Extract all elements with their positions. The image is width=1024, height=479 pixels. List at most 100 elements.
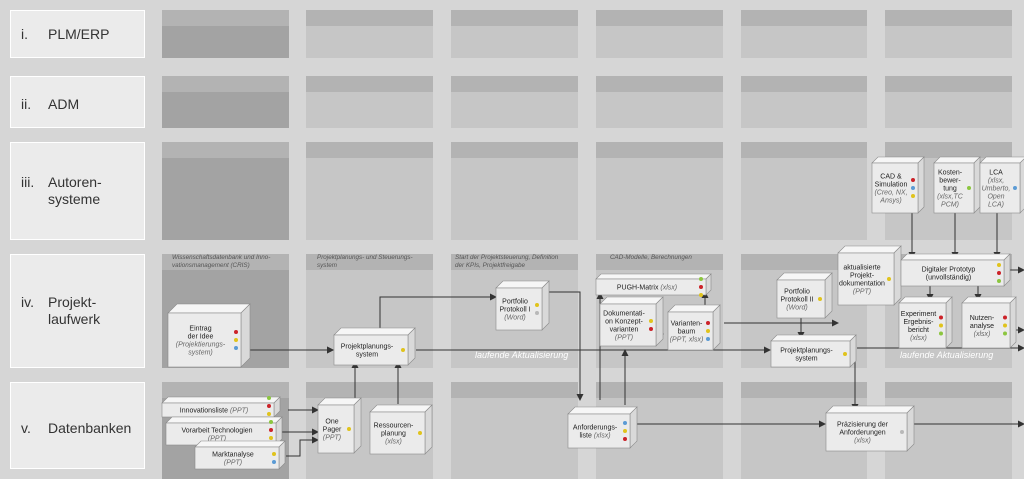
doc-box-innov[interactable]: Innovationsliste (PPT) (161, 396, 281, 424)
grid-cell-header (596, 382, 723, 398)
status-dot (911, 194, 915, 198)
box-top-face (194, 440, 286, 448)
status-dot (623, 429, 627, 433)
doc-box-pugh[interactable]: PUGH-Matrix (xlsx) (595, 273, 712, 297)
box-side-face (541, 280, 550, 331)
box-label: Innovationsliste (PPT) (180, 408, 249, 415)
doc-box-variantenbaum[interactable]: Varianten-baum(PPT, xlsx) (667, 304, 721, 351)
status-dot (843, 352, 847, 356)
grid-cell-header (741, 10, 867, 26)
box-side-face (824, 272, 833, 319)
status-dot (997, 263, 1001, 267)
grid-cell-header (885, 142, 1012, 158)
column-header: CAD-Modelle, Berechnungen (610, 254, 692, 261)
box-top-face (595, 273, 712, 280)
doc-box-digproto[interactable]: Digitaler Prototyp(unvollständig) (900, 253, 1011, 287)
grid-cell-header (741, 254, 867, 270)
box-side-face (849, 334, 857, 368)
doc-box-pps1[interactable]: Projektplanungs-system (333, 327, 416, 366)
status-dot (535, 303, 539, 307)
box-label: Projektplanungs-system (780, 348, 833, 363)
doc-box-vorarbeit[interactable]: Vorarbeit Technologien(PPT) (165, 416, 283, 448)
row-title: PLM/ERP (48, 26, 110, 42)
box-top-face (317, 397, 362, 406)
doc-box-anford[interactable]: Anforderungs-liste (xlsx) (567, 406, 638, 449)
doc-box-markt[interactable]: Marktanalyse(PPT) (194, 440, 286, 470)
box-side-face (973, 156, 981, 214)
grid-cell-header (596, 76, 723, 92)
grid-cell-header (741, 382, 867, 398)
status-dot (699, 285, 703, 289)
grid-cell-header (451, 10, 578, 26)
grid-cell-header (162, 10, 289, 26)
grid-cell (451, 142, 578, 240)
status-dot (1013, 186, 1017, 190)
status-dot (623, 437, 627, 441)
box-front-face (900, 259, 1005, 287)
status-dot (939, 323, 943, 328)
box-front-face (599, 303, 657, 347)
box-front-face (333, 334, 409, 366)
box-label: Vorarbeit Technologien(PPT) (181, 428, 252, 443)
box-side-face (917, 156, 925, 214)
row-title: Datenbanken (48, 420, 132, 436)
status-dot (911, 186, 915, 190)
grid-cell-header (451, 76, 578, 92)
box-side-face (353, 397, 362, 454)
status-dot (269, 420, 273, 424)
row-label-5: v. Datenbanken (10, 382, 145, 469)
doc-box-ressourcen[interactable]: Ressourcen-planung(xlsx) (369, 404, 433, 455)
box-top-face (825, 405, 915, 414)
row-label-1: i. PLM/ERP (10, 10, 145, 58)
row-number: i. (21, 26, 28, 42)
connector-arrow (379, 293, 497, 338)
row-number: iv. (21, 294, 34, 310)
grid-cell-header (885, 10, 1012, 26)
doc-box-cadsim[interactable]: CAD &Simulation(Creo, NX,Ansys) (871, 156, 925, 214)
box-top-face (898, 296, 953, 304)
grid-cell-header (162, 382, 289, 398)
status-dot (401, 348, 405, 352)
box-front-face (837, 252, 895, 306)
grid-cell-header (162, 142, 289, 158)
doc-box-dokkonz[interactable]: Dokumentati-on Konzept-varianten(PPT) (599, 296, 664, 347)
status-dot (911, 178, 915, 182)
row-number: ii. (21, 96, 32, 112)
box-top-face (599, 296, 664, 305)
box-label: Dokumentati-on Konzept-varianten(PPT) (603, 311, 645, 342)
status-dot (939, 315, 943, 320)
box-front-face (495, 287, 543, 331)
row-number: v. (21, 420, 31, 436)
status-dot (706, 329, 710, 333)
status-dot (234, 338, 238, 342)
box-top-face (667, 304, 721, 313)
box-side-face (1009, 296, 1017, 349)
status-dot (699, 277, 703, 281)
grid-cell-header (451, 254, 578, 270)
ongoing-update-note: laufende Aktualisierung (475, 350, 568, 360)
doc-box-nutzen[interactable]: Nutzen-analyse(xlsx) (961, 296, 1017, 349)
connector-arrow (286, 436, 319, 457)
box-front-face (961, 302, 1011, 349)
status-dot (269, 428, 273, 432)
box-front-face (776, 279, 826, 319)
status-dot (706, 321, 710, 325)
box-label: Marktanalyse(PPT) (212, 452, 254, 467)
doc-box-pps2[interactable]: Projektplanungs-system (770, 334, 857, 368)
box-label: Projektplanungs-system (341, 344, 394, 359)
